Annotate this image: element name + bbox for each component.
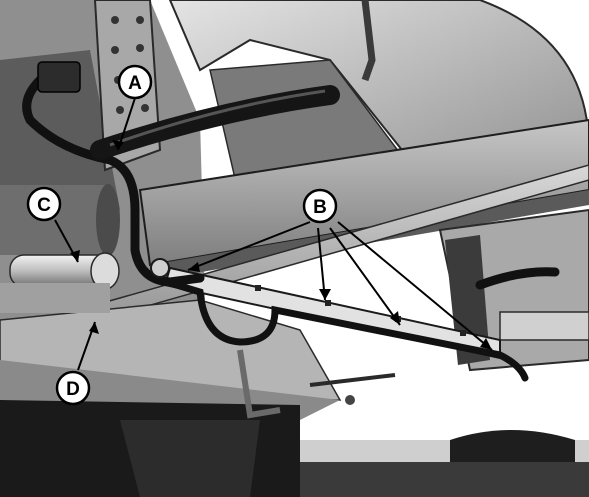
leader-arrowheads [70, 140, 492, 350]
hose-a [22, 75, 205, 287]
bracket-holes [111, 16, 149, 114]
bottom-right-strip [300, 462, 589, 497]
hose-top-loop [90, 85, 340, 160]
callout-d: D [55, 370, 91, 406]
leader-b-3 [329, 227, 401, 326]
arrow-b-4 [480, 338, 492, 350]
arrow-b-1 [188, 262, 200, 272]
top-handle [361, 0, 376, 82]
arrow-c [70, 250, 80, 262]
cable-b [156, 276, 529, 382]
bottom-right-disc [450, 430, 575, 470]
tie-rod [0, 164, 589, 349]
leader-b-2 [317, 227, 326, 301]
callout-c: C [26, 186, 62, 222]
linkage-rod [309, 373, 396, 387]
arrow-b-2 [319, 289, 331, 300]
callout-b: B [302, 188, 338, 224]
right-hose [475, 267, 560, 290]
arrow-b-3 [390, 311, 400, 325]
leader-a [117, 97, 136, 151]
linkage-bolt [345, 395, 355, 405]
leader-lines [54, 97, 493, 371]
hose-top-loop-highlight [109, 89, 326, 147]
left-cylinder-end [96, 184, 120, 256]
rail-bolt [150, 258, 170, 278]
hose-clamp [37, 61, 81, 93]
callout-d-label: D [66, 379, 80, 400]
arrow-a [112, 140, 124, 150]
frame-beam [138, 118, 589, 267]
leader-b-1 [187, 221, 311, 271]
callout-c-label: C [37, 195, 51, 216]
callout-a: A [117, 64, 153, 100]
callout-a-label: A [128, 73, 142, 94]
arrow-d [89, 322, 99, 334]
leader-b-4 [337, 221, 493, 351]
bottom-base-highlight [120, 420, 260, 497]
callout-b-label: B [313, 197, 327, 218]
tube-lower-shade [0, 283, 110, 313]
right-bar [499, 311, 589, 341]
linkage-bracket [237, 349, 281, 419]
